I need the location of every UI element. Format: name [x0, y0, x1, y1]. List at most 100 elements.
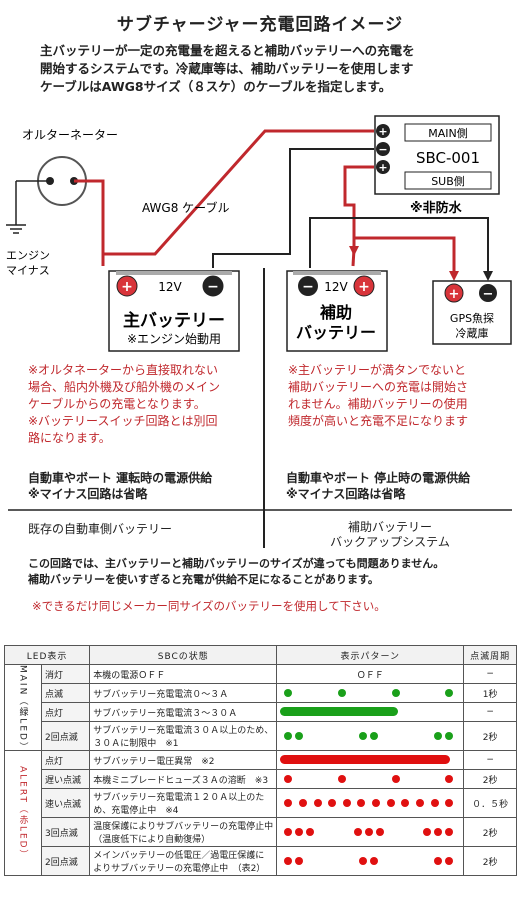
blink-cycle: 2秒 [463, 846, 517, 876]
led-pattern [276, 750, 465, 770]
blink-cycle: 2秒 [463, 769, 517, 789]
intro-line: 開始するシステムです。冷蔵庫等は、補助バッテリーを使用します [40, 61, 414, 76]
svg-text:+: + [449, 287, 460, 302]
sbc-model-label: SBC-001 [416, 149, 480, 167]
svg-text:−: − [207, 279, 219, 295]
sub-negative-wire [309, 217, 489, 272]
aux-battery-voltage: 12V [324, 280, 348, 294]
load-box [432, 280, 512, 345]
main-positive-wire [74, 129, 374, 256]
main-battery-voltage: 12V [158, 280, 182, 294]
table-row: 遅い点滅 本機ミニブレードヒューズ３Ａの溶断 ※3 2秒 [5, 769, 517, 789]
aux-battery-name: 補助 [319, 303, 352, 322]
right-note: ※主バッテリーが満タンでないと 補助バッテリーへの充電は開始さ れません。補助バ… [288, 363, 469, 428]
led-pattern [276, 846, 465, 876]
engine-minus-label: マイナス [6, 264, 50, 277]
svg-text:+: + [358, 279, 370, 295]
arrow-icon [349, 246, 359, 256]
led-pattern [276, 788, 465, 818]
led-bar-icon [280, 707, 399, 716]
sbc-state: メインバッテリーの低電圧／過電圧保護によりサブバッテリーの充電停止中 （表2） [89, 846, 278, 876]
led-mode: 2回点滅 [40, 721, 91, 751]
footer-text: この回路では、主バッテリーと補助バッテリーのサイズが違っても問題ありません。 補… [28, 557, 445, 586]
alternator-label: オルターネーター [22, 128, 118, 142]
led-pattern [276, 683, 465, 703]
sbc-main-side-label: MAIN側 [428, 127, 468, 140]
led-dot-icon [284, 689, 293, 697]
left-label: 既存の自動車側バッテリー [28, 522, 173, 536]
main-led-group-label: MAIN（緑LED） [4, 664, 42, 753]
main-battery-minus-terminal-icon [202, 275, 224, 297]
table-row: 速い点滅 サブバッテリー充電電流１２０Ａ以上のため、充電停止中 ※4 ０．５秒 [5, 788, 517, 818]
aux-battery-minus-terminal-icon [298, 276, 318, 296]
main-battery-name: 主バッテリー [123, 310, 225, 331]
aux-battery-name: バッテリー [296, 323, 376, 342]
engine-minus-label: エンジン [6, 249, 50, 262]
load-label: GPS魚探 [450, 312, 494, 325]
circuit-diagram: オルターネーター エンジン マイナス AWG8 ケーブル MAIN側 SBC-0… [6, 115, 512, 548]
sbc-state: 本機の電源ＯＦＦ [89, 664, 278, 684]
sbc-terminal-plus-icon [376, 160, 390, 174]
svg-text:+: + [378, 125, 387, 138]
load-plus-terminal-icon [444, 283, 464, 303]
svg-text:+: + [378, 161, 387, 174]
table-header: 点滅周期 [463, 645, 517, 665]
led-pattern [276, 817, 465, 847]
led-pattern [276, 769, 465, 789]
table-header: SBCの状態 [89, 645, 278, 665]
load-minus-terminal-icon [479, 284, 497, 302]
intro-line: ケーブルはAWG8サイズ（８スケ）のケーブルを指定します。 [40, 79, 392, 94]
blink-cycle: ０．５秒 [463, 788, 517, 818]
sbc-terminal-minus-icon [376, 142, 390, 156]
left-note: ※オルタネーターから直接取れない 場合、船内外機及び船外機のメイン ケーブルから… [28, 363, 221, 445]
led-mode: 2回点滅 [40, 846, 91, 876]
sbc-state: 本機ミニブレードヒューズ３Ａの溶断 ※3 [89, 769, 278, 789]
table-header: 表示パターン [276, 645, 465, 665]
load-positive-wire [354, 236, 456, 272]
page-title: サブチャージャー充電回路イメージ [116, 15, 404, 35]
table-row: 2回点滅 サブバッテリー充電電流３０Ａ以上のため、３０Ａに制限中 ※1 2秒 [5, 721, 517, 751]
svg-text:−: − [378, 143, 387, 156]
led-mode: 消灯 [40, 664, 91, 684]
load-label: 冷蔵庫 [456, 326, 489, 340]
sbc-state: 温度保護によりサブバッテリーの充電停止中（温度低下により自動復帰） [89, 817, 278, 847]
main-battery-sub-label: ※エンジン始動用 [127, 332, 221, 346]
svg-text:+: + [121, 279, 133, 295]
main-battery-plus-terminal-icon [116, 275, 138, 297]
sbc-non-waterproof-note: ※非防水 [410, 200, 463, 216]
sbc-state: サブバッテリー電圧異常 ※2 [89, 750, 278, 770]
blink-cycle: 2秒 [463, 721, 517, 751]
table-header: LED表示 [3, 645, 91, 665]
led-pattern [276, 721, 465, 751]
led-mode: 点灯 [40, 750, 91, 770]
aux-battery-plus-terminal-icon [353, 275, 375, 297]
led-mode: 3回点滅 [40, 817, 91, 847]
arrow-icon [449, 271, 459, 281]
led-pattern [276, 702, 465, 722]
table-row: 2回点滅 メインバッテリーの低電圧／過電圧保護によりサブバッテリーの充電停止中 … [5, 846, 517, 876]
led-mode: 速い点滅 [40, 788, 91, 818]
sbc-state: サブバッテリー充電電流３０Ａ以上のため、３０Ａに制限中 ※1 [89, 721, 278, 751]
blink-cycle: − [463, 750, 517, 770]
led-status-table: LED表示 SBCの状態 表示パターン 点滅周期 MAIN（緑LED） 消灯 本… [3, 645, 517, 876]
blink-cycle: 1秒 [463, 683, 517, 703]
sub-positive-wire [343, 165, 374, 249]
led-dot-icon [445, 689, 454, 697]
right-label: 補助バッテリー バックアップシステム [330, 520, 450, 549]
footer-warning: ※できるだけ同じメーカー同サイズのバッテリーを使用して下さい。 [32, 599, 386, 613]
svg-text:−: − [302, 279, 314, 295]
blink-cycle: − [463, 702, 517, 722]
intro-text: 主バッテリーが一定の充電量を超えると補助バッテリーへの充電を 開始するシステムで… [40, 42, 415, 96]
table-row: 点灯 サブバッテリー充電電流３～３０Ａ − [5, 702, 517, 722]
arrow-icon [483, 271, 493, 281]
alert-led-group-label: ALERT（赤LED） [4, 750, 42, 876]
svg-text:−: − [483, 287, 494, 302]
sbc-state: サブバッテリー充電電流１２０Ａ以上のため、充電停止中 ※4 [89, 788, 278, 818]
table-header-row: LED表示 SBCの状態 表示パターン 点滅周期 [3, 645, 517, 665]
blink-cycle: 2秒 [463, 817, 517, 847]
led-dot-icon [391, 689, 400, 697]
right-supply-text: 自動車やボート 停止時の電源供給 ※マイナス回路は省略 [286, 471, 471, 501]
awg-cable-label: AWG8 ケーブル [142, 200, 229, 215]
sbc-terminal-plus-icon [376, 124, 390, 138]
table-row: ALERT（赤LED） 点灯 サブバッテリー電圧異常 ※2 − [4, 750, 517, 876]
